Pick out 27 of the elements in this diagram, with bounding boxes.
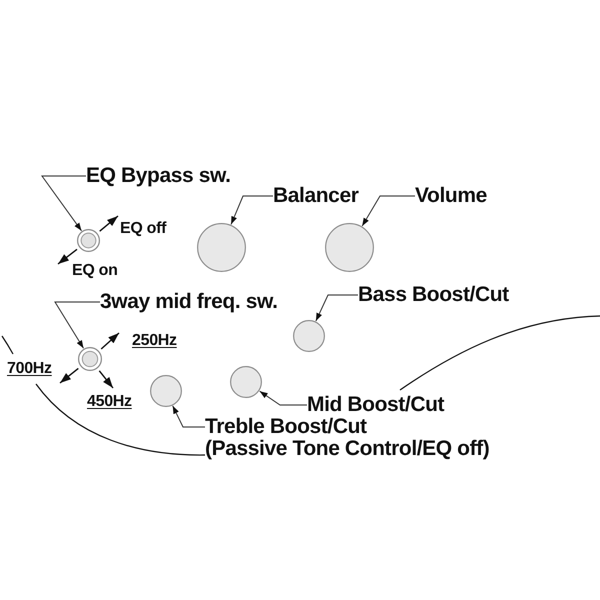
toggle-switch <box>78 347 102 371</box>
control-label: Treble Boost/Cut <box>205 416 368 438</box>
switch-position-label: EQ on <box>72 262 118 279</box>
control-knob <box>150 375 182 407</box>
switch-position-label: 700Hz <box>7 360 52 377</box>
toggle-switch <box>77 229 100 252</box>
leader-line <box>259 390 308 406</box>
control-label: Bass Boost/Cut <box>358 284 509 306</box>
control-label: Mid Boost/Cut <box>307 394 444 416</box>
control-knob <box>293 320 325 352</box>
leader-line <box>172 405 206 428</box>
switch-position-label: 250Hz <box>132 332 177 349</box>
switch-position-label: 450Hz <box>87 393 132 410</box>
control-knob <box>325 223 374 272</box>
control-label: EQ Bypass sw. <box>86 165 231 187</box>
control-label: 3way mid freq. sw. <box>100 291 278 313</box>
control-label: Volume <box>415 185 487 207</box>
leader-line <box>230 196 274 225</box>
switch-position-label: EQ off <box>120 220 166 237</box>
control-note: (Passive Tone Control/EQ off) <box>205 438 490 460</box>
leader-line <box>41 176 86 232</box>
control-label: Balancer <box>273 185 359 207</box>
leader-line <box>54 302 100 349</box>
leader-line <box>315 294 358 322</box>
control-knob <box>230 366 262 398</box>
leader-line <box>362 196 416 226</box>
control-knob <box>197 223 246 272</box>
